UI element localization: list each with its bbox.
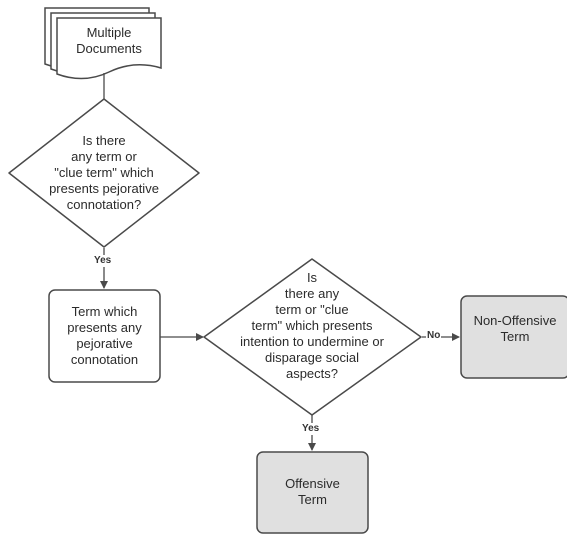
non-offensive-box	[460, 295, 567, 379]
documents-shape	[44, 7, 162, 80]
non-offensive-label: Non-Offensive Term	[473, 313, 557, 344]
process1-label: Term which presents any pejorative conno…	[67, 304, 142, 367]
documents-label: Multiple Documents	[76, 25, 142, 56]
decision2-diamond	[203, 258, 422, 416]
edge-label-yes-2: Yes	[301, 423, 321, 435]
decision2-label: Is there any term or "clue term" which p…	[240, 270, 384, 381]
offensive-box	[256, 451, 369, 534]
edge-label-yes-1: Yes	[93, 255, 113, 267]
process1-box	[48, 289, 161, 383]
edge-label-no: No	[426, 330, 442, 342]
offensive-label: Offensive Term	[285, 476, 340, 507]
decision1-label: Is there any term or "clue term" which p…	[49, 133, 159, 212]
decision1-diamond	[8, 98, 200, 248]
